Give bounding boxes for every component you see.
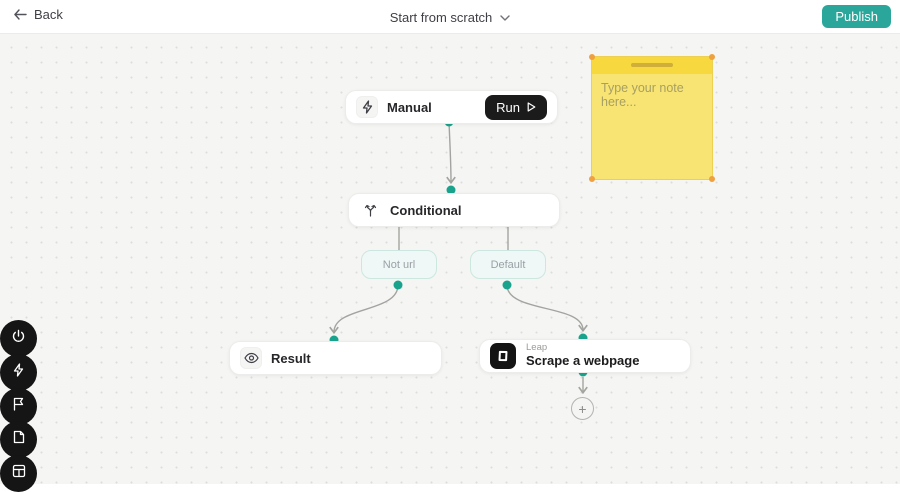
title-area: Start from scratch	[0, 0, 900, 34]
node-label: Result	[271, 350, 311, 366]
zap-icon	[12, 363, 25, 382]
plus-icon: +	[578, 400, 587, 417]
edge-noturl-result	[329, 284, 399, 335]
flag-icon	[12, 397, 25, 416]
run-label: Run	[496, 99, 520, 115]
branch-split-icon	[359, 199, 381, 221]
add-node-button[interactable]: +	[571, 397, 594, 420]
sticky-note-placeholder[interactable]: Type your note here...	[601, 81, 684, 109]
branch-pill-default[interactable]: Default	[470, 250, 546, 279]
toolbar-flag-button[interactable]	[0, 388, 37, 425]
connector-dot-noturl-out[interactable]	[393, 280, 403, 290]
edge-manual-conditional	[446, 121, 456, 185]
top-bar: Back Start from scratch Publish	[0, 0, 900, 34]
branch-pill-not-url[interactable]: Not url	[361, 250, 437, 279]
node-manual-trigger[interactable]: Manual Run	[345, 90, 558, 124]
toolbar-zap-button[interactable]	[0, 354, 37, 391]
eye-icon	[240, 347, 262, 369]
resize-handle-top-left[interactable]	[589, 54, 595, 60]
power-icon	[11, 329, 26, 349]
workflow-title-dropdown[interactable]: Start from scratch	[390, 8, 511, 26]
resize-handle-bottom-left[interactable]	[589, 176, 595, 182]
leap-action-label: Scrape a webpage	[526, 352, 640, 368]
publish-button[interactable]: Publish	[822, 5, 891, 28]
connector-dot-conditional-in[interactable]	[446, 185, 456, 195]
resize-handle-bottom-right[interactable]	[709, 176, 715, 182]
toolbar-layout-button[interactable]	[0, 455, 37, 492]
sticky-note[interactable]: Type your note here...	[589, 54, 715, 182]
node-conditional[interactable]: Conditional	[348, 193, 560, 227]
back-button[interactable]: Back	[14, 7, 63, 22]
play-icon	[527, 100, 536, 115]
leap-node-texts: Leap Scrape a webpage	[526, 342, 640, 369]
file-icon	[13, 430, 25, 449]
layout-icon	[12, 464, 26, 483]
node-label: Manual	[387, 99, 432, 115]
zap-icon	[356, 96, 378, 118]
chevron-down-icon	[500, 8, 510, 26]
arrow-left-icon	[14, 9, 27, 20]
node-label: Conditional	[390, 202, 462, 218]
back-label: Back	[34, 7, 63, 22]
toolbar-power-button[interactable]	[0, 320, 37, 357]
resize-handle-top-right[interactable]	[709, 54, 715, 60]
node-leap-scrape-webpage[interactable]: Leap Scrape a webpage	[479, 339, 691, 373]
workflow-canvas[interactable]: Manual Run Conditional Not url Default	[0, 34, 900, 484]
sticky-note-drag-header[interactable]	[592, 57, 712, 74]
drag-handle-icon	[631, 63, 673, 67]
workflow-title: Start from scratch	[389, 9, 493, 25]
node-result[interactable]: Result	[229, 341, 442, 375]
leap-app-name: Leap	[526, 342, 548, 354]
connector-dot-default-out[interactable]	[502, 280, 512, 290]
leap-logo-icon	[490, 343, 516, 369]
toolbar-file-button[interactable]	[0, 421, 37, 458]
edge-default-leap	[506, 284, 588, 333]
run-button[interactable]: Run	[485, 94, 547, 120]
